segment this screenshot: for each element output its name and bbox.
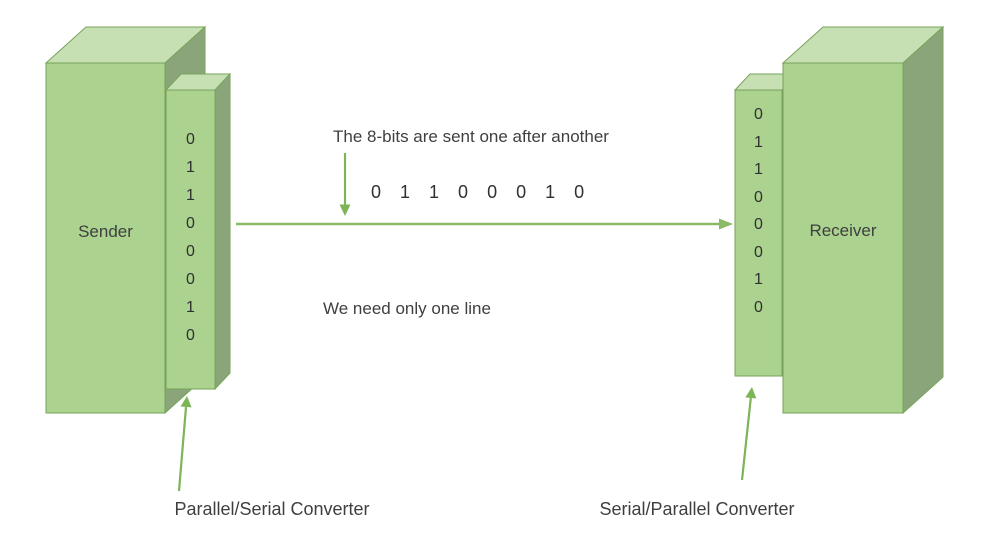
receiver-converter-label: Serial/Parallel Converter: [599, 499, 795, 519]
bit: 0: [186, 327, 195, 344]
sender-converter-box: [164, 72, 232, 391]
bit: 1: [186, 299, 195, 316]
transmission-line: [236, 218, 733, 230]
bit: 1: [186, 187, 195, 204]
bit: 1: [429, 182, 440, 202]
sender-converter-arrow-icon: [177, 396, 192, 492]
bit: 0: [371, 182, 382, 202]
bit: 1: [754, 271, 763, 288]
bit: 0: [458, 182, 469, 202]
bit: 0: [186, 131, 195, 148]
receiver-box-side-face: [902, 25, 944, 415]
bit: 0: [754, 216, 763, 233]
sender-label: Sender: [78, 222, 133, 241]
bit: 0: [516, 182, 527, 202]
receiver-converter-box: [733, 73, 799, 377]
receiver-label: Receiver: [809, 221, 877, 240]
bit: 1: [754, 133, 763, 151]
sender-converter-label: Parallel/Serial Converter: [174, 499, 370, 519]
caption-one-line: We need only one line: [323, 299, 491, 318]
down-arrow-icon: [339, 153, 351, 216]
caption-serial-sending: The 8-bits are sent one after another: [333, 127, 609, 146]
receiver-converter-arrow-head: [745, 387, 757, 399]
bit: 0: [754, 106, 763, 123]
down-arrow-head: [339, 204, 351, 216]
serial-bit-stream: 0 1 1 0 0 0 1 0: [371, 182, 584, 203]
receiver-converter-front-face: [734, 89, 783, 377]
bit: 0: [754, 188, 763, 206]
bit: 0: [186, 215, 195, 232]
sender-converter-side-face: [214, 72, 231, 391]
bit: 0: [754, 243, 763, 261]
bit: 0: [574, 182, 585, 202]
bit: 0: [186, 271, 195, 288]
bit: 1: [400, 182, 411, 202]
sender-converter-front-face: [165, 89, 216, 390]
bit: 0: [186, 243, 195, 260]
receiver-converter-arrow-shaft: [740, 397, 752, 481]
sender-converter-arrow-head: [180, 396, 192, 408]
receiver-box: [781, 25, 945, 415]
sender-box-front-face: [45, 62, 166, 414]
bit: 1: [545, 182, 556, 202]
bit: 1: [754, 161, 763, 178]
bit: 0: [754, 298, 763, 316]
receiver-converter-arrow-icon: [740, 387, 757, 481]
sender-converter-arrow-shaft: [177, 406, 188, 492]
receiver-box-front-face: [782, 62, 904, 414]
transmission-line-arrowhead-icon: [719, 218, 733, 230]
sender-parallel-bits: 0 1 1 0 0 0 1 0: [166, 126, 215, 350]
receiver-parallel-bits: 0 1 1 0 0 0 1 0: [735, 101, 782, 321]
bit: 0: [487, 182, 498, 202]
bit: 1: [186, 159, 195, 176]
